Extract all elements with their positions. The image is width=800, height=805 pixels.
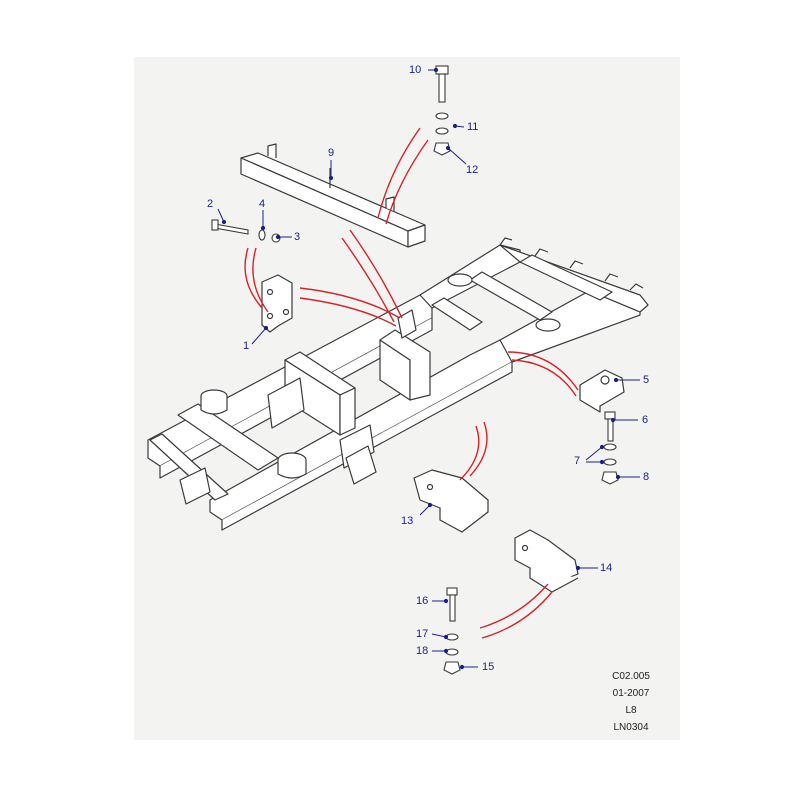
callout-14: 14 [600, 562, 613, 574]
figure-code: C02.005 [612, 671, 650, 682]
callout-4: 4 [259, 198, 266, 210]
bracket-part-14 [514, 529, 579, 593]
bolt-set-2-3-4 [211, 219, 281, 243]
bracket-part-1 [261, 274, 293, 333]
callout-10: 10 [409, 64, 422, 76]
callout-16: 16 [416, 595, 429, 607]
bracket-part-13 [413, 469, 489, 533]
callout-7: 7 [574, 455, 581, 467]
fastener-stack-10-11-12 [433, 65, 451, 156]
leader-lines [244, 127, 579, 639]
callout-ticks [217, 67, 640, 670]
callout-17: 17 [416, 628, 429, 640]
callout-9: 9 [328, 147, 335, 159]
callout-11: 11 [467, 121, 479, 133]
callout-6: 6 [642, 414, 649, 426]
mount-part-5 [579, 369, 625, 413]
callout-15: 15 [482, 661, 495, 673]
callout-12: 12 [466, 164, 479, 176]
callout-2: 2 [207, 198, 214, 210]
callout-18: 18 [416, 645, 429, 657]
figure-ref: LN0304 [613, 722, 649, 733]
callout-8: 8 [643, 471, 650, 483]
figure-date: 01-2007 [612, 688, 650, 699]
fastener-stack-6-7-8 [601, 411, 619, 485]
callout-5: 5 [643, 374, 650, 386]
callout-1: 1 [243, 340, 250, 352]
chassis-frame [147, 237, 649, 531]
callout-13: 13 [401, 515, 414, 527]
callout-3: 3 [294, 231, 301, 243]
fastener-stack-15-16-17-18 [443, 587, 461, 675]
figure-page: L8 [625, 705, 637, 716]
